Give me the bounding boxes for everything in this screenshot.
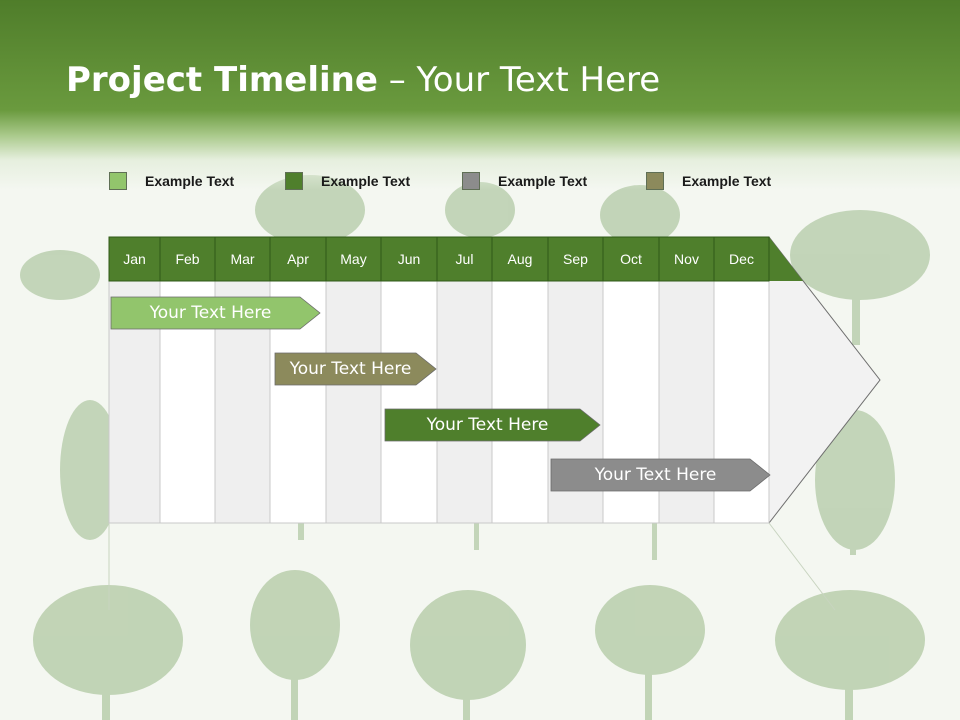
reflection-line: [768, 522, 836, 611]
month-column: [491, 280, 549, 524]
title-rest: – Your Text Here: [377, 60, 661, 100]
timeline-bar-label: Your Text Here: [149, 303, 272, 323]
legend-label: Example Text: [682, 173, 772, 189]
month-label: May: [340, 251, 367, 267]
legend-label: Example Text: [321, 173, 411, 189]
legend-item: Example Text: [646, 170, 771, 192]
legend-swatch: [285, 172, 303, 190]
timeline-bar: [110, 296, 321, 330]
timeline-bar-label: Your Text Here: [289, 359, 412, 379]
month-label: Mar: [230, 251, 255, 267]
legend-item: Example Text: [285, 170, 410, 192]
timeline-bar: [384, 408, 601, 442]
month-header-strip: [109, 237, 803, 281]
legend-item: Example Text: [109, 170, 234, 192]
month-label: Sep: [563, 251, 588, 267]
legend-swatch: [646, 172, 664, 190]
month-label: Feb: [175, 251, 200, 267]
month-label: Jan: [123, 251, 146, 267]
legend-swatch: [109, 172, 127, 190]
legend-label: Example Text: [498, 173, 588, 189]
month-label: Nov: [674, 251, 699, 267]
month-column: [380, 280, 438, 524]
month-label: Apr: [287, 251, 309, 267]
timeline-bar-label: Your Text Here: [426, 415, 549, 435]
slide-title: Project Timeline – Your Text Here: [66, 60, 660, 100]
legend-label: Example Text: [145, 173, 235, 189]
header-band: [0, 0, 960, 190]
month-label: Aug: [507, 251, 533, 267]
month-label: Dec: [729, 251, 754, 267]
legend-swatch: [462, 172, 480, 190]
month-label: Jun: [397, 251, 421, 267]
month-column: [436, 280, 493, 524]
month-column: [325, 280, 382, 524]
title-bold: Project Timeline: [66, 60, 378, 100]
legend-item: Example Text: [462, 170, 587, 192]
month-header-cell: [713, 236, 770, 282]
month-label: Jul: [455, 251, 474, 267]
timeline-bar-label: Your Text Here: [594, 465, 717, 485]
timeline-bar: [550, 458, 771, 492]
timeline-bar: [274, 352, 437, 386]
month-label: Oct: [620, 251, 642, 267]
